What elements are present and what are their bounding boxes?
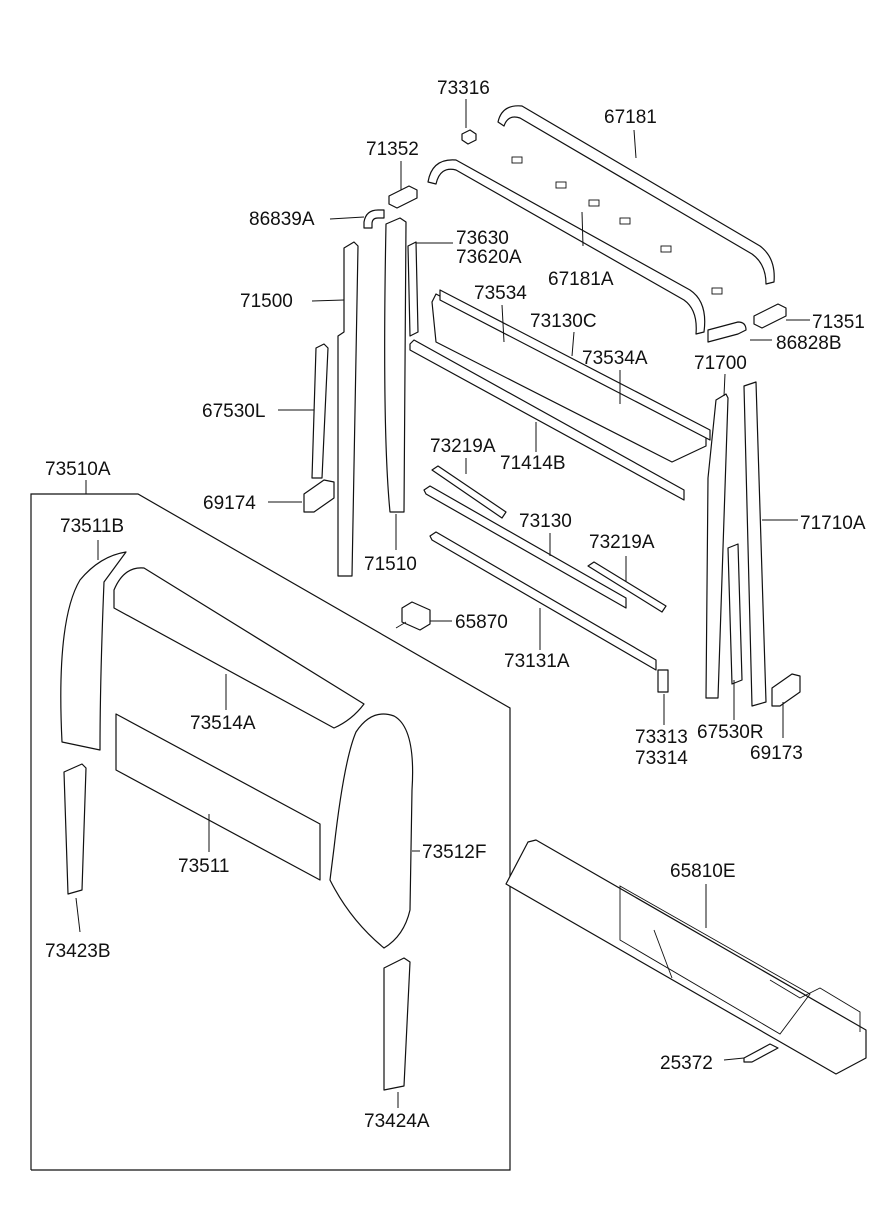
label-73620a: 73620A xyxy=(456,247,522,268)
label-86828b: 86828B xyxy=(776,333,842,354)
label-65870: 65870 xyxy=(455,612,508,633)
label-69174: 69174 xyxy=(203,493,256,514)
part-73511[interactable] xyxy=(115,713,321,881)
label-73512f: 73512F xyxy=(422,842,486,863)
label-25372: 25372 xyxy=(660,1053,713,1074)
label-73423b: 73423B xyxy=(45,941,111,962)
label-73316: 73316 xyxy=(437,78,490,99)
label-73313: 73313 xyxy=(635,727,688,748)
label-67181a: 67181A xyxy=(548,269,614,290)
label-71352: 71352 xyxy=(366,139,419,160)
label-73514a: 73514A xyxy=(190,713,256,734)
part-71700[interactable] xyxy=(705,393,729,699)
label-69173: 69173 xyxy=(750,743,803,764)
part-71414b[interactable] xyxy=(409,339,685,501)
part-73131a[interactable] xyxy=(429,531,657,671)
label-71710a: 71710A xyxy=(800,513,866,534)
part-86828b[interactable] xyxy=(707,321,747,343)
part-67530r[interactable] xyxy=(727,543,743,685)
part-67181[interactable] xyxy=(497,105,775,285)
label-73424a: 73424A xyxy=(364,1111,430,1132)
group-frame-73510a xyxy=(30,493,511,1171)
label-71500: 71500 xyxy=(240,291,293,312)
part-71500[interactable] xyxy=(337,241,359,577)
part-73423b[interactable] xyxy=(63,763,87,895)
part-65810e[interactable] xyxy=(505,839,867,1075)
label-73219a-right: 73219A xyxy=(589,532,655,553)
part-69174[interactable] xyxy=(303,479,335,513)
label-73534: 73534 xyxy=(474,283,527,304)
part-71510[interactable] xyxy=(384,217,407,513)
part-73511b[interactable] xyxy=(60,551,127,751)
part-25372[interactable] xyxy=(743,1043,779,1063)
label-71700: 71700 xyxy=(694,353,747,374)
part-73219a-right[interactable] xyxy=(587,561,667,613)
part-73130[interactable] xyxy=(423,485,627,609)
label-86839a: 86839A xyxy=(249,209,315,230)
part-86839a[interactable] xyxy=(363,209,385,229)
part-73424a[interactable] xyxy=(383,957,411,1091)
label-73534a: 73534A xyxy=(582,348,648,369)
label-73511b: 73511B xyxy=(60,516,124,537)
label-73630: 73630 xyxy=(456,228,509,249)
part-67181a[interactable] xyxy=(427,159,706,335)
label-67530r: 67530R xyxy=(697,722,764,743)
part-73316[interactable] xyxy=(461,129,477,145)
label-73219a-left: 73219A xyxy=(430,436,496,457)
part-67530l[interactable] xyxy=(311,343,329,479)
label-71414b: 71414B xyxy=(500,453,566,474)
part-73313[interactable] xyxy=(657,669,669,693)
label-67181: 67181 xyxy=(604,107,657,128)
label-73130: 73130 xyxy=(519,511,572,532)
label-73130c: 73130C xyxy=(530,311,597,332)
part-73534[interactable] xyxy=(431,293,707,463)
label-71351: 71351 xyxy=(812,312,865,333)
part-73514a[interactable] xyxy=(113,567,365,729)
part-65870[interactable] xyxy=(401,601,431,631)
label-73511: 73511 xyxy=(178,856,229,877)
part-71710a[interactable] xyxy=(743,381,767,707)
part-73512f[interactable] xyxy=(329,713,414,949)
label-73510a: 73510A xyxy=(45,459,111,480)
part-73219a-left[interactable] xyxy=(431,465,507,519)
label-71510: 71510 xyxy=(364,554,417,575)
label-67530l: 67530L xyxy=(202,401,265,422)
label-73314: 73314 xyxy=(635,748,688,769)
part-71352[interactable] xyxy=(388,185,418,209)
label-65810e: 65810E xyxy=(670,861,736,882)
part-69173[interactable] xyxy=(771,673,801,707)
label-73131a: 73131A xyxy=(504,651,570,672)
part-73630[interactable] xyxy=(407,241,419,337)
part-71351[interactable] xyxy=(753,303,787,329)
